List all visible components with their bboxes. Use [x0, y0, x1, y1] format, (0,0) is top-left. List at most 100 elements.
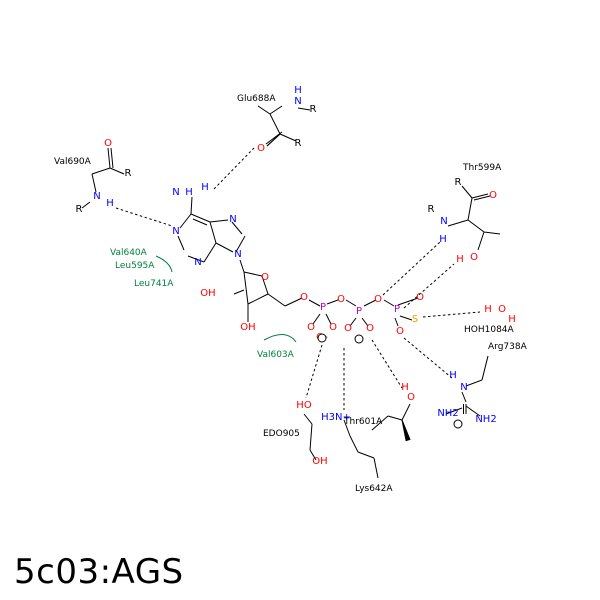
atom-N: N [440, 216, 447, 227]
atom-N: N [194, 257, 201, 268]
bond [345, 299, 357, 307]
bond [91, 167, 111, 175]
bond [349, 435, 359, 453]
bond [361, 317, 369, 327]
bond [231, 221, 243, 235]
hydrogen-bond [403, 337, 453, 379]
atom-O: O [337, 294, 345, 305]
bond [265, 131, 283, 145]
atom-OH: OH [240, 322, 255, 333]
atom-H: H [185, 187, 193, 198]
atom-R: R [295, 138, 302, 149]
hydrogen-bonds [115, 147, 481, 410]
residue-label-leu741: Leu741A [134, 279, 174, 289]
bond [261, 275, 269, 295]
residue-label-val603: Val603A [257, 350, 295, 360]
atom-N: N [172, 187, 179, 198]
hydrophobic-arc [263, 334, 297, 343]
bond [308, 299, 321, 307]
bond [326, 299, 339, 305]
bond [461, 391, 467, 403]
atom-N: N [93, 191, 100, 202]
atom-R: R [125, 168, 132, 179]
atom-O: O [498, 304, 506, 315]
residue-label-hoh1084: HOH1084A [464, 325, 515, 335]
atom-O: O [257, 143, 265, 154]
bond [325, 313, 332, 325]
hydrogen-bond [305, 344, 323, 399]
hydrogen-bond [213, 147, 255, 190]
bond [215, 242, 234, 253]
bond [394, 317, 399, 327]
bonds [81, 105, 501, 479]
bond [465, 405, 481, 417]
bond [465, 379, 483, 387]
bond [467, 219, 485, 233]
atom-O: O [300, 292, 308, 303]
bond [269, 113, 281, 135]
atom-H: H [456, 254, 464, 265]
atom-H: H [449, 370, 457, 381]
bond [461, 185, 473, 199]
atom-P: P [320, 302, 326, 313]
residue-labels: Glu688AVal690AThr599AArg738AHOH1084AEDO9… [54, 94, 528, 494]
bond [233, 289, 245, 295]
atom-P: P [394, 304, 400, 315]
atom-P: P [356, 306, 362, 317]
atom-N: N [234, 249, 241, 260]
atom-labels: NHRORORNHRNHHNNNNOOHOHOPOPOPOOO-OOOSORON… [76, 85, 516, 467]
bond [179, 213, 192, 229]
atom-N: N [172, 226, 179, 237]
bond [357, 451, 375, 459]
atom-H: H [484, 304, 492, 315]
bond [243, 271, 249, 305]
hydrogen-bond [115, 207, 173, 227]
atom-O: O [366, 323, 374, 334]
residue-label-val640: Val640A [110, 248, 148, 258]
atom-HO: HO [296, 400, 312, 411]
atom-N: N [229, 214, 236, 225]
atom-H: H [106, 198, 114, 209]
atom-N: N [460, 382, 467, 393]
bond [192, 218, 208, 226]
bond [383, 299, 395, 307]
bond [177, 235, 185, 251]
atom-O: O [329, 322, 337, 333]
atom-H: H [439, 234, 447, 245]
charge-icon [453, 419, 463, 429]
atom-N: N [294, 96, 301, 107]
atom-H: H [508, 314, 516, 325]
bond [284, 297, 303, 307]
bond [473, 195, 491, 201]
wedge-bond [401, 419, 411, 442]
atom-O: O [470, 252, 478, 263]
atom-R: R [310, 104, 317, 115]
bond [109, 167, 125, 175]
atom-NH2: NH2 [437, 408, 458, 419]
bond [267, 293, 286, 307]
atom-H: H [201, 182, 209, 193]
atom-O: O [344, 323, 352, 334]
bond [309, 423, 313, 451]
bond [373, 457, 379, 479]
atom-OH: OH [312, 456, 327, 467]
bond [110, 147, 114, 169]
bond [247, 293, 269, 305]
hydrogen-bond [382, 241, 441, 296]
residue-label-glu688: Glu688A [237, 94, 276, 104]
residue-label-leu595: Leu595A [115, 261, 155, 271]
bond [387, 415, 403, 421]
bond [483, 231, 501, 235]
bond [309, 449, 317, 461]
atom-O: O [416, 292, 424, 303]
residue-label-thr599: Thr599A [462, 163, 502, 173]
atom-H: H [401, 382, 409, 393]
bond [363, 299, 377, 307]
bond [349, 317, 357, 327]
hydrophobic-arc [155, 255, 173, 273]
bond [203, 242, 217, 263]
bond [343, 419, 351, 437]
bond [269, 105, 283, 115]
page-title: 5c03:AGS [14, 552, 184, 592]
atom-R: R [455, 177, 462, 188]
